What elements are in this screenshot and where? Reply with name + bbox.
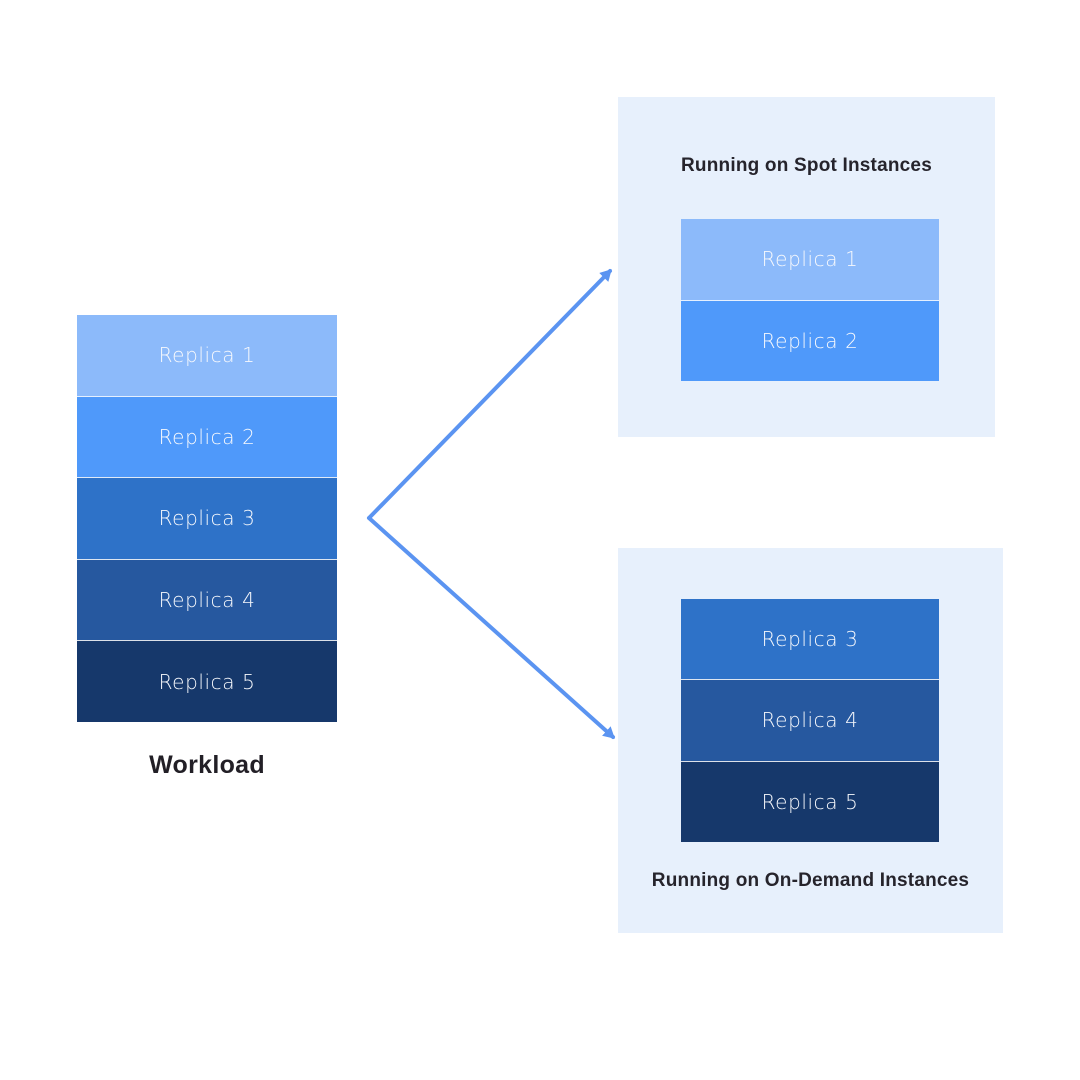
workload-replica-1-label: Replica 1 <box>158 343 256 368</box>
ondemand-replica-3-block: Replica 3 <box>681 599 939 680</box>
ondemand-instances-box: Replica 3 Replica 4 Replica 5 Running on… <box>618 548 1003 933</box>
workload-replica-2-block: Replica 2 <box>77 395 337 478</box>
workload-replica-5-label: Replica 5 <box>158 669 256 694</box>
spot-replica-2-label: Replica 2 <box>761 328 859 353</box>
ondemand-box-title: Running on On-Demand Instances <box>651 870 970 891</box>
workload-replica-5-block: Replica 5 <box>77 640 337 722</box>
workload-replica-3-label: Replica 3 <box>158 506 256 531</box>
workload-replica-1-block: Replica 1 <box>77 315 337 396</box>
ondemand-replica-5-label: Replica 5 <box>761 789 859 814</box>
workload-title: Workload <box>149 751 265 779</box>
workload-stack: Replica 1 Replica 2 Replica 3 Replica 4 … <box>77 315 337 722</box>
workload-replica-3-block: Replica 3 <box>77 477 337 559</box>
workload-replica-2-label: Replica 2 <box>158 424 256 449</box>
spot-box-title: Running on Spot Instances <box>681 155 932 176</box>
ondemand-replica-4-label: Replica 4 <box>761 708 859 733</box>
spot-replica-2-block: Replica 2 <box>681 299 939 381</box>
ondemand-replica-4-block: Replica 4 <box>681 679 939 761</box>
arrow-to-ondemand <box>367 516 615 739</box>
ondemand-stack: Replica 3 Replica 4 Replica 5 <box>681 599 939 842</box>
workload-replica-4-label: Replica 4 <box>158 588 256 613</box>
workload-replica-4-block: Replica 4 <box>77 558 337 641</box>
ondemand-replica-3-label: Replica 3 <box>761 627 859 652</box>
spot-replica-1-block: Replica 1 <box>681 219 939 300</box>
arrow-to-spot <box>367 269 612 520</box>
spot-instances-box: Running on Spot Instances Replica 1 Repl… <box>618 97 995 437</box>
spot-replica-1-label: Replica 1 <box>761 247 859 272</box>
ondemand-replica-5-block: Replica 5 <box>681 760 939 842</box>
spot-stack: Replica 1 Replica 2 <box>681 219 939 381</box>
